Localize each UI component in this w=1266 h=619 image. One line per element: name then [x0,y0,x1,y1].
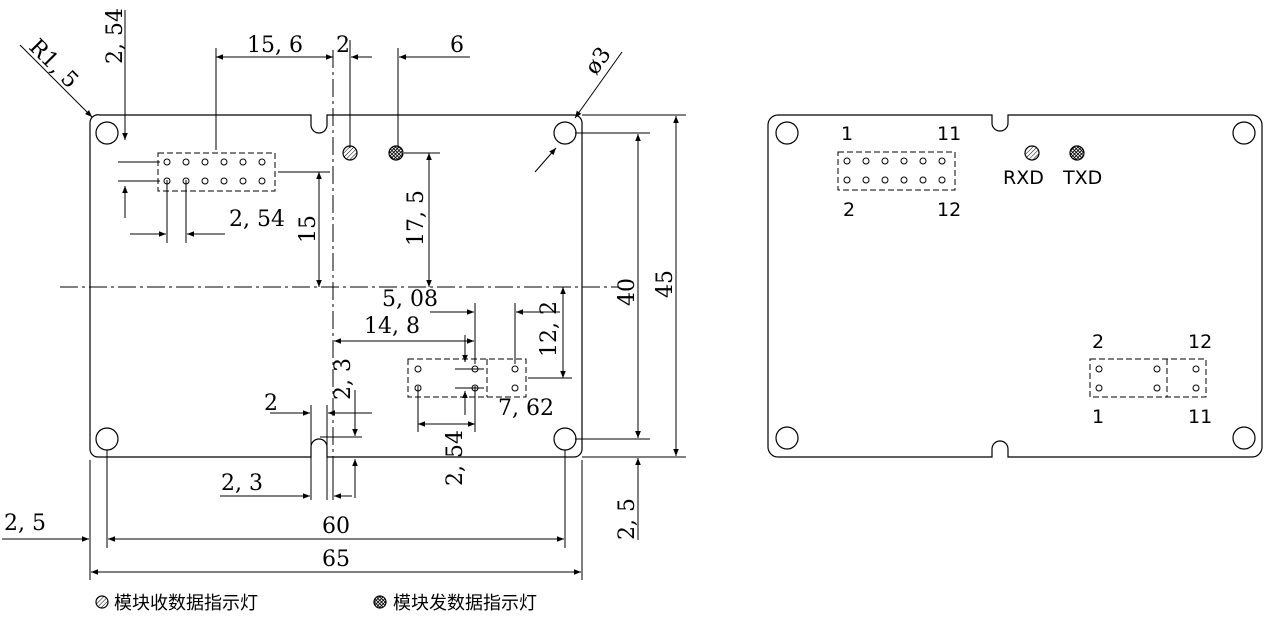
header-pin [1095,365,1103,373]
header-pin [881,176,889,184]
txd-led [1069,145,1085,161]
dim-led-spacing: 6 [450,33,464,58]
legend-rx-label: 模块收数据指示灯 [114,593,258,614]
header-12pin-right-pins [843,157,946,184]
legend: 模块收数据指示灯 模块发数据指示灯 [95,593,537,614]
header-pin [239,158,247,166]
mount-hole-tl [95,121,119,145]
header-pin [258,158,266,166]
header-12pin-right [837,151,956,191]
header-pin [1153,384,1161,392]
dim-hole-span: 60 [322,514,350,539]
legend-rx-icon [95,595,109,609]
pin-label-2: 2 [843,199,855,221]
dim-pitch-header: 2, 54 [229,207,285,232]
dim-hole-span-v: 40 [615,278,640,306]
rxd-label: RXD [1003,167,1044,189]
tx-led [388,145,404,161]
pin-label-12: 12 [937,199,961,221]
header-pin [182,158,190,166]
dim-header-offset: 15, 6 [247,33,303,58]
header-pin [1095,384,1103,392]
dim-notch-offset: 2, 3 [221,471,263,496]
mount-hole-r-tl [775,121,799,145]
pin-label-s1: 1 [1092,406,1104,428]
legend-tx-icon [373,595,387,609]
dim-led-drop: 17, 5 [404,190,429,246]
header-12pin-pins [163,158,266,185]
header-pin [881,157,889,165]
pin-label-s11: 11 [1188,406,1212,428]
header-pin [239,177,247,185]
header-pin [220,158,228,166]
header-pin [258,177,266,185]
pin-label-s2: 2 [1092,331,1104,353]
dim-small-pitch: 7, 62 [498,396,554,421]
dim-small-header-height: 12, 2 [537,301,562,357]
header-6pin-pins [414,365,519,392]
header-pin [900,176,908,184]
dim-gap-2: 2 [336,33,350,58]
mount-hole-r-br [1232,426,1256,450]
header-pin [938,157,946,165]
dim-board-width: 65 [322,547,350,572]
header-pin [414,365,422,373]
dimension-lines [2,10,686,580]
header-pin [1192,365,1200,373]
header-pin [862,157,870,165]
dim-small-header-offset: 14, 8 [364,314,420,339]
mount-hole-br [553,427,577,451]
dim-notch-depth: 2, 3 [331,358,356,400]
dim-header-drop: 15 [296,215,321,243]
header-pin [900,157,908,165]
board-outline-right [767,114,1263,458]
header-pin [1192,384,1200,392]
dim-hole-diameter: ø3 [580,43,616,80]
rxd-led [1024,145,1040,161]
header-pin [163,158,171,166]
header-pin [511,384,519,392]
header-pin [201,177,209,185]
txd-label: TXD [1062,167,1102,189]
dim-board-height: 45 [653,270,678,298]
dim-notch-width: 2 [264,391,278,416]
rx-led [342,145,358,161]
header-pin [938,176,946,184]
legend-tx-label: 模块发数据指示灯 [393,593,537,614]
header-6pin [407,358,527,398]
dim-hole-inset: 2, 5 [4,511,46,536]
header-pin [919,176,927,184]
mount-hole-tr [553,121,577,145]
header-pin [201,158,209,166]
header-pin [220,177,228,185]
dim-hole-inset-v: 2, 5 [615,498,640,540]
header-pin [1153,365,1161,373]
mount-hole-r-bl [775,426,799,450]
header-6pin-right [1089,358,1207,398]
header-12pin [157,152,276,192]
header-pin [862,176,870,184]
mount-hole-bl [95,427,119,451]
right-view: 1 11 2 12 RXD TXD 2 12 1 11 [767,114,1263,458]
pin-label-11: 11 [937,123,961,145]
dim-small-pitch-v: 2, 54 [443,430,468,486]
header-pin [511,365,519,373]
dim-corner-radius: R1, 5 [24,35,83,94]
dim-small-header-pitch: 5, 08 [382,287,438,312]
mount-hole-r-tr [1232,121,1256,145]
header-pin [919,157,927,165]
header-pin [843,176,851,184]
pin-label-s12: 12 [1188,331,1212,353]
pin-label-1: 1 [841,123,853,145]
board-outline [89,114,583,458]
left-view: 2, 54 R1, 5 15, 6 2 6 ø3 2, 54 15 17, 5 … [2,8,686,580]
header-pin [843,157,851,165]
header-6pin-right-pins [1095,365,1200,392]
dim-pitch-top: 2, 54 [103,8,128,64]
